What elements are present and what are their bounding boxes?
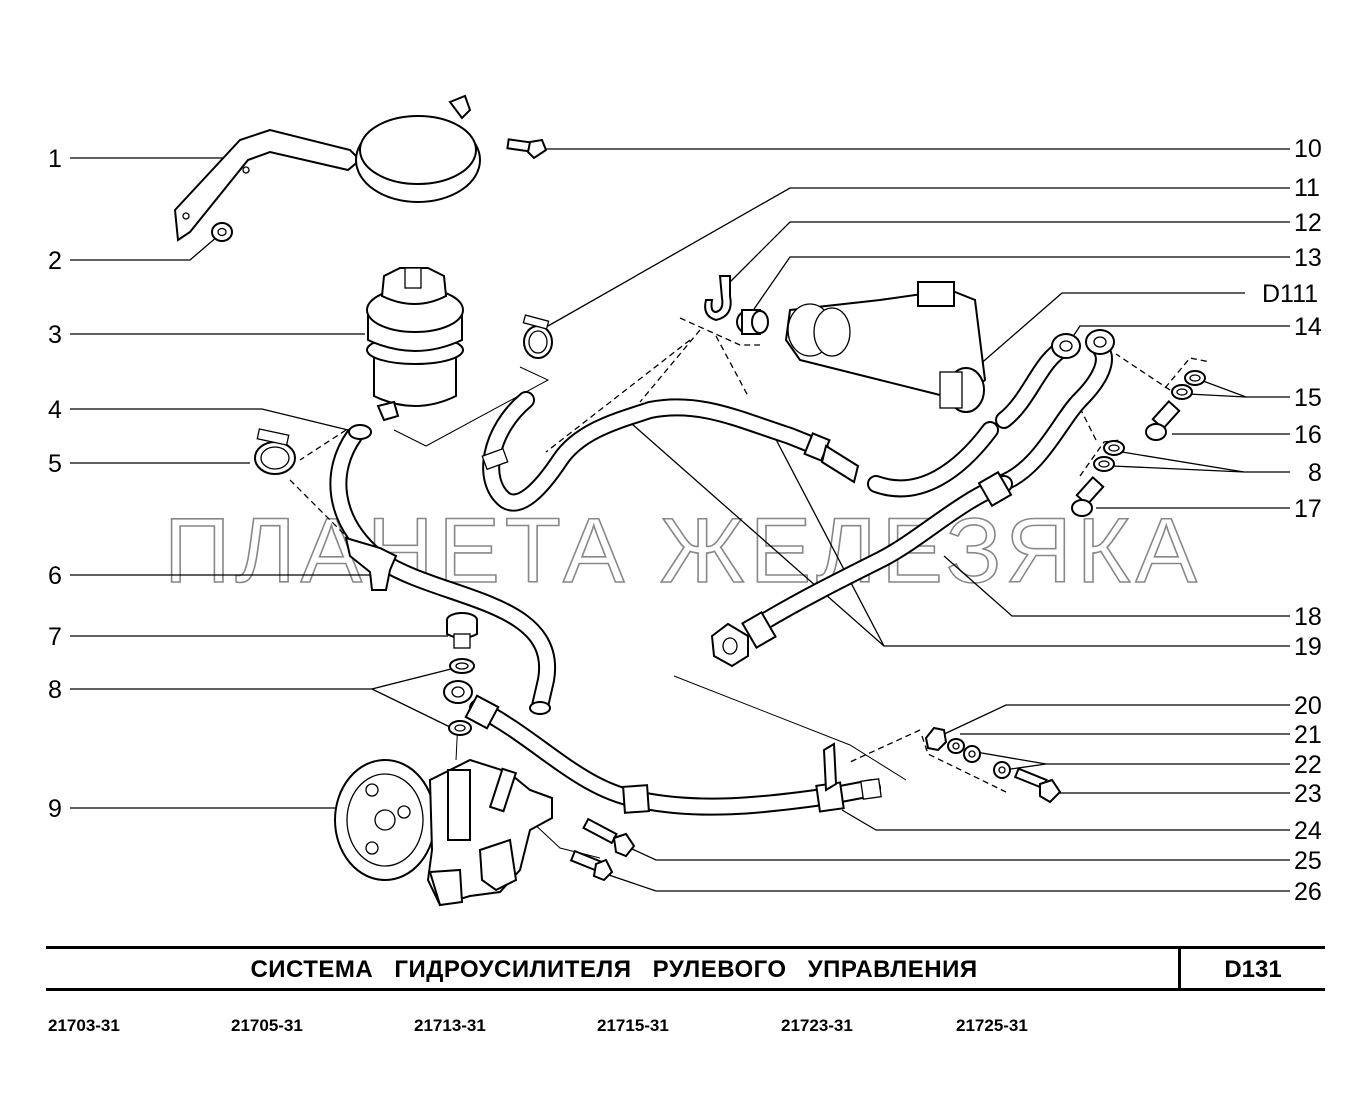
part-hose-clamp-5 (254, 428, 296, 475)
title-divider (1178, 949, 1181, 988)
part-tube-holder-12 (704, 275, 732, 322)
callout-20: 20 (1294, 692, 1322, 720)
callout-15: 15 (1294, 384, 1322, 412)
callout-2: 2 (48, 247, 62, 275)
model-code: 21703-31 (48, 1016, 120, 1035)
model-code: 21725-31 (956, 1016, 1028, 1035)
part-bolt-25 (582, 817, 636, 858)
model-code: 21723-31 (781, 1016, 853, 1035)
part-hose-bracket (822, 742, 838, 792)
model-list: 21703-31 21705-31 21713-31 21715-31 2172… (0, 1016, 1371, 1040)
model-code: 21713-31 (414, 1016, 486, 1035)
part-bolt-10 (506, 138, 548, 160)
callout-16: 16 (1294, 421, 1322, 449)
part-reservoir-bracket (173, 94, 481, 242)
part-banjo-bolt-16 (1145, 399, 1181, 441)
callout-23: 23 (1294, 780, 1322, 808)
callout-13: 13 (1294, 244, 1322, 272)
callout-4: 4 (48, 396, 62, 424)
callout-18: 18 (1294, 603, 1322, 631)
part-bolt-26 (569, 849, 614, 882)
callout-25: 25 (1294, 847, 1322, 875)
left-leader-lines (70, 149, 456, 809)
watermark-text: ПЛАНЕТА ЖЕЛЕЗЯКА (164, 500, 1202, 602)
part-fluid-reservoir (366, 267, 464, 422)
part-banjo-bolt-17 (1071, 475, 1105, 517)
callout-17: 17 (1294, 495, 1322, 523)
left-callout-numbers: 1 2 3 4 5 6 7 8 9 (48, 145, 62, 823)
title-block: СИСТЕМА ГИДРОУСИЛИТЕЛЯ РУЛЕВОГО УПРАВЛЕН… (46, 946, 1325, 991)
callout-6: 6 (48, 562, 62, 590)
callout-12: 12 (1294, 209, 1322, 237)
callout-14: 14 (1294, 313, 1322, 341)
part-nut-20 (924, 726, 948, 752)
diagram-title: СИСТЕМА ГИДРОУСИЛИТЕЛЯ РУЛЕВОГО УПРАВЛЕН… (250, 956, 978, 983)
callout-8-right: 8 (1308, 459, 1322, 487)
part-banjo-bolt-7 (446, 612, 478, 649)
callout-8-left: 8 (48, 676, 62, 704)
part-hose-clamp-11 (522, 314, 553, 359)
part-pressure-lines-14 (991, 329, 1115, 493)
part-washer-21 (947, 738, 965, 754)
right-callout-numbers: 10 11 12 13 D111 14 15 16 8 17 18 19 20 … (1262, 135, 1322, 906)
part-washer-22b (993, 761, 1011, 779)
part-steering-rack (784, 281, 987, 413)
part-return-hose-4 (329, 424, 557, 715)
part-bushing-13 (736, 309, 769, 335)
part-return-tube (481, 391, 999, 512)
part-power-steering-pump (334, 758, 553, 907)
callout-1: 1 (48, 145, 62, 173)
part-pressure-hose-18 (710, 470, 1013, 668)
part-washer-2 (211, 222, 233, 242)
callout-5: 5 (48, 450, 62, 478)
part-banjo-fitting (443, 680, 473, 704)
part-hose-holder-6 (344, 536, 398, 591)
part-pressure-hose (464, 694, 882, 816)
part-washer-22a (963, 745, 981, 763)
callout-24: 24 (1294, 817, 1322, 845)
right-leader-lines (542, 148, 1290, 892)
callout-3: 3 (48, 321, 62, 349)
callout-7: 7 (48, 623, 62, 651)
part-washers-8-right (1093, 440, 1125, 472)
diagram-code: D131 (1224, 956, 1282, 983)
callout-19: 19 (1294, 633, 1322, 661)
part-washers-15 (1171, 370, 1206, 400)
model-code: 21715-31 (597, 1016, 669, 1035)
callout-9: 9 (48, 795, 62, 823)
callout-21: 21 (1294, 721, 1322, 749)
callout-10: 10 (1294, 135, 1322, 163)
callout-22: 22 (1294, 751, 1322, 779)
part-bolt-23 (1013, 767, 1062, 804)
assembly-dashed-lines (289, 317, 1211, 859)
model-code: 21705-31 (231, 1016, 303, 1035)
part-washers-8-left (448, 658, 475, 736)
callout-d111: D111 (1262, 280, 1318, 308)
callout-26: 26 (1294, 878, 1322, 906)
callout-11: 11 (1294, 174, 1320, 202)
